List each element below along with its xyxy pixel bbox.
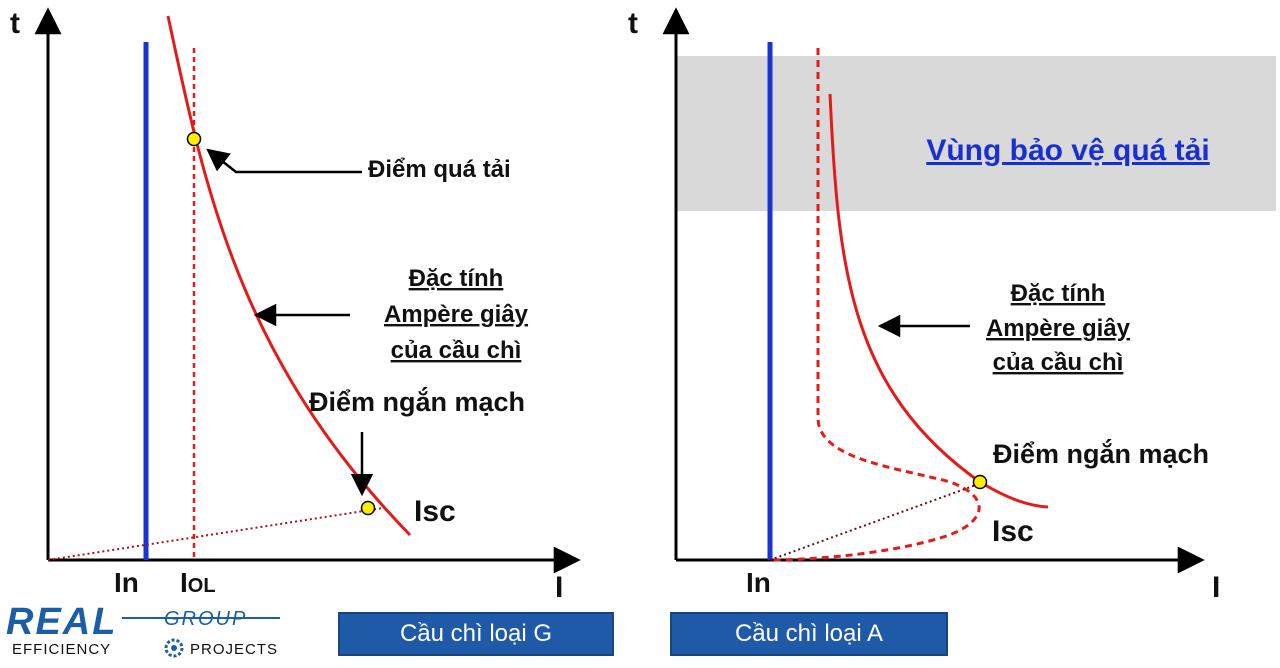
left-short-circuit-label: Điểm ngắn mạch (309, 386, 525, 417)
logo-tagline-left: EFFICIENCY (12, 641, 111, 658)
right-short-circuit-label: Điểm ngắn mạch (993, 438, 1209, 469)
realgroup-logo: REAL GROUP EFFICIENCY PROJECTS (6, 601, 280, 658)
right-y-axis-label: t (628, 7, 638, 40)
right-dotted-load-line (769, 481, 985, 561)
right-isc-label: Isc (992, 515, 1034, 548)
caption-fuse-type-a: Cầu chì loại A (670, 612, 948, 656)
right-zone-label: Vùng bảo vệ quá tải (926, 134, 1209, 167)
left-iol-label: IOL (180, 567, 216, 598)
right-overload-zone (676, 56, 1276, 211)
left-y-axis-label: t (10, 7, 20, 40)
right-dashed-characteristic (771, 48, 981, 562)
left-char-line1: Đặc tính (409, 265, 504, 292)
left-short-circuit-marker (360, 500, 376, 516)
gear-icon (164, 638, 184, 658)
left-overload-label: Điểm quá tải (368, 156, 511, 183)
caption-fuse-type-g: Cầu chì loại G (338, 612, 614, 656)
left-overload-marker (186, 131, 202, 147)
right-x-axis-label: I (1212, 571, 1220, 604)
right-char-line1: Đặc tính (1011, 280, 1106, 307)
logo-group-text: GROUP (164, 608, 247, 630)
right-in-label: In (746, 567, 771, 598)
right-panel: Vùng bảo vệ quá tải t I In Đặc tính Ampè… (628, 7, 1276, 604)
logo-tagline-right: PROJECTS (190, 641, 278, 658)
right-char-line3: của cầu chì (993, 349, 1124, 376)
left-char-line2: Ampère giây (384, 301, 529, 328)
right-short-circuit-marker (972, 474, 988, 490)
right-char-line2: Ampère giây (986, 315, 1131, 342)
left-fuse-curve (166, 15, 412, 537)
left-dotted-load-line (47, 507, 384, 561)
left-in-label: In (114, 567, 139, 598)
left-char-line3: của cầu chì (391, 337, 522, 364)
left-overload-arrow (206, 148, 362, 174)
left-isc-label: Isc (414, 495, 456, 528)
logo-main-text: REAL (6, 601, 117, 643)
left-panel: t I In IOL Điểm quá tải Đặc tính Ampère … (10, 7, 581, 604)
right-fuse-curve (828, 93, 1049, 509)
left-x-axis-label: I (555, 571, 563, 604)
